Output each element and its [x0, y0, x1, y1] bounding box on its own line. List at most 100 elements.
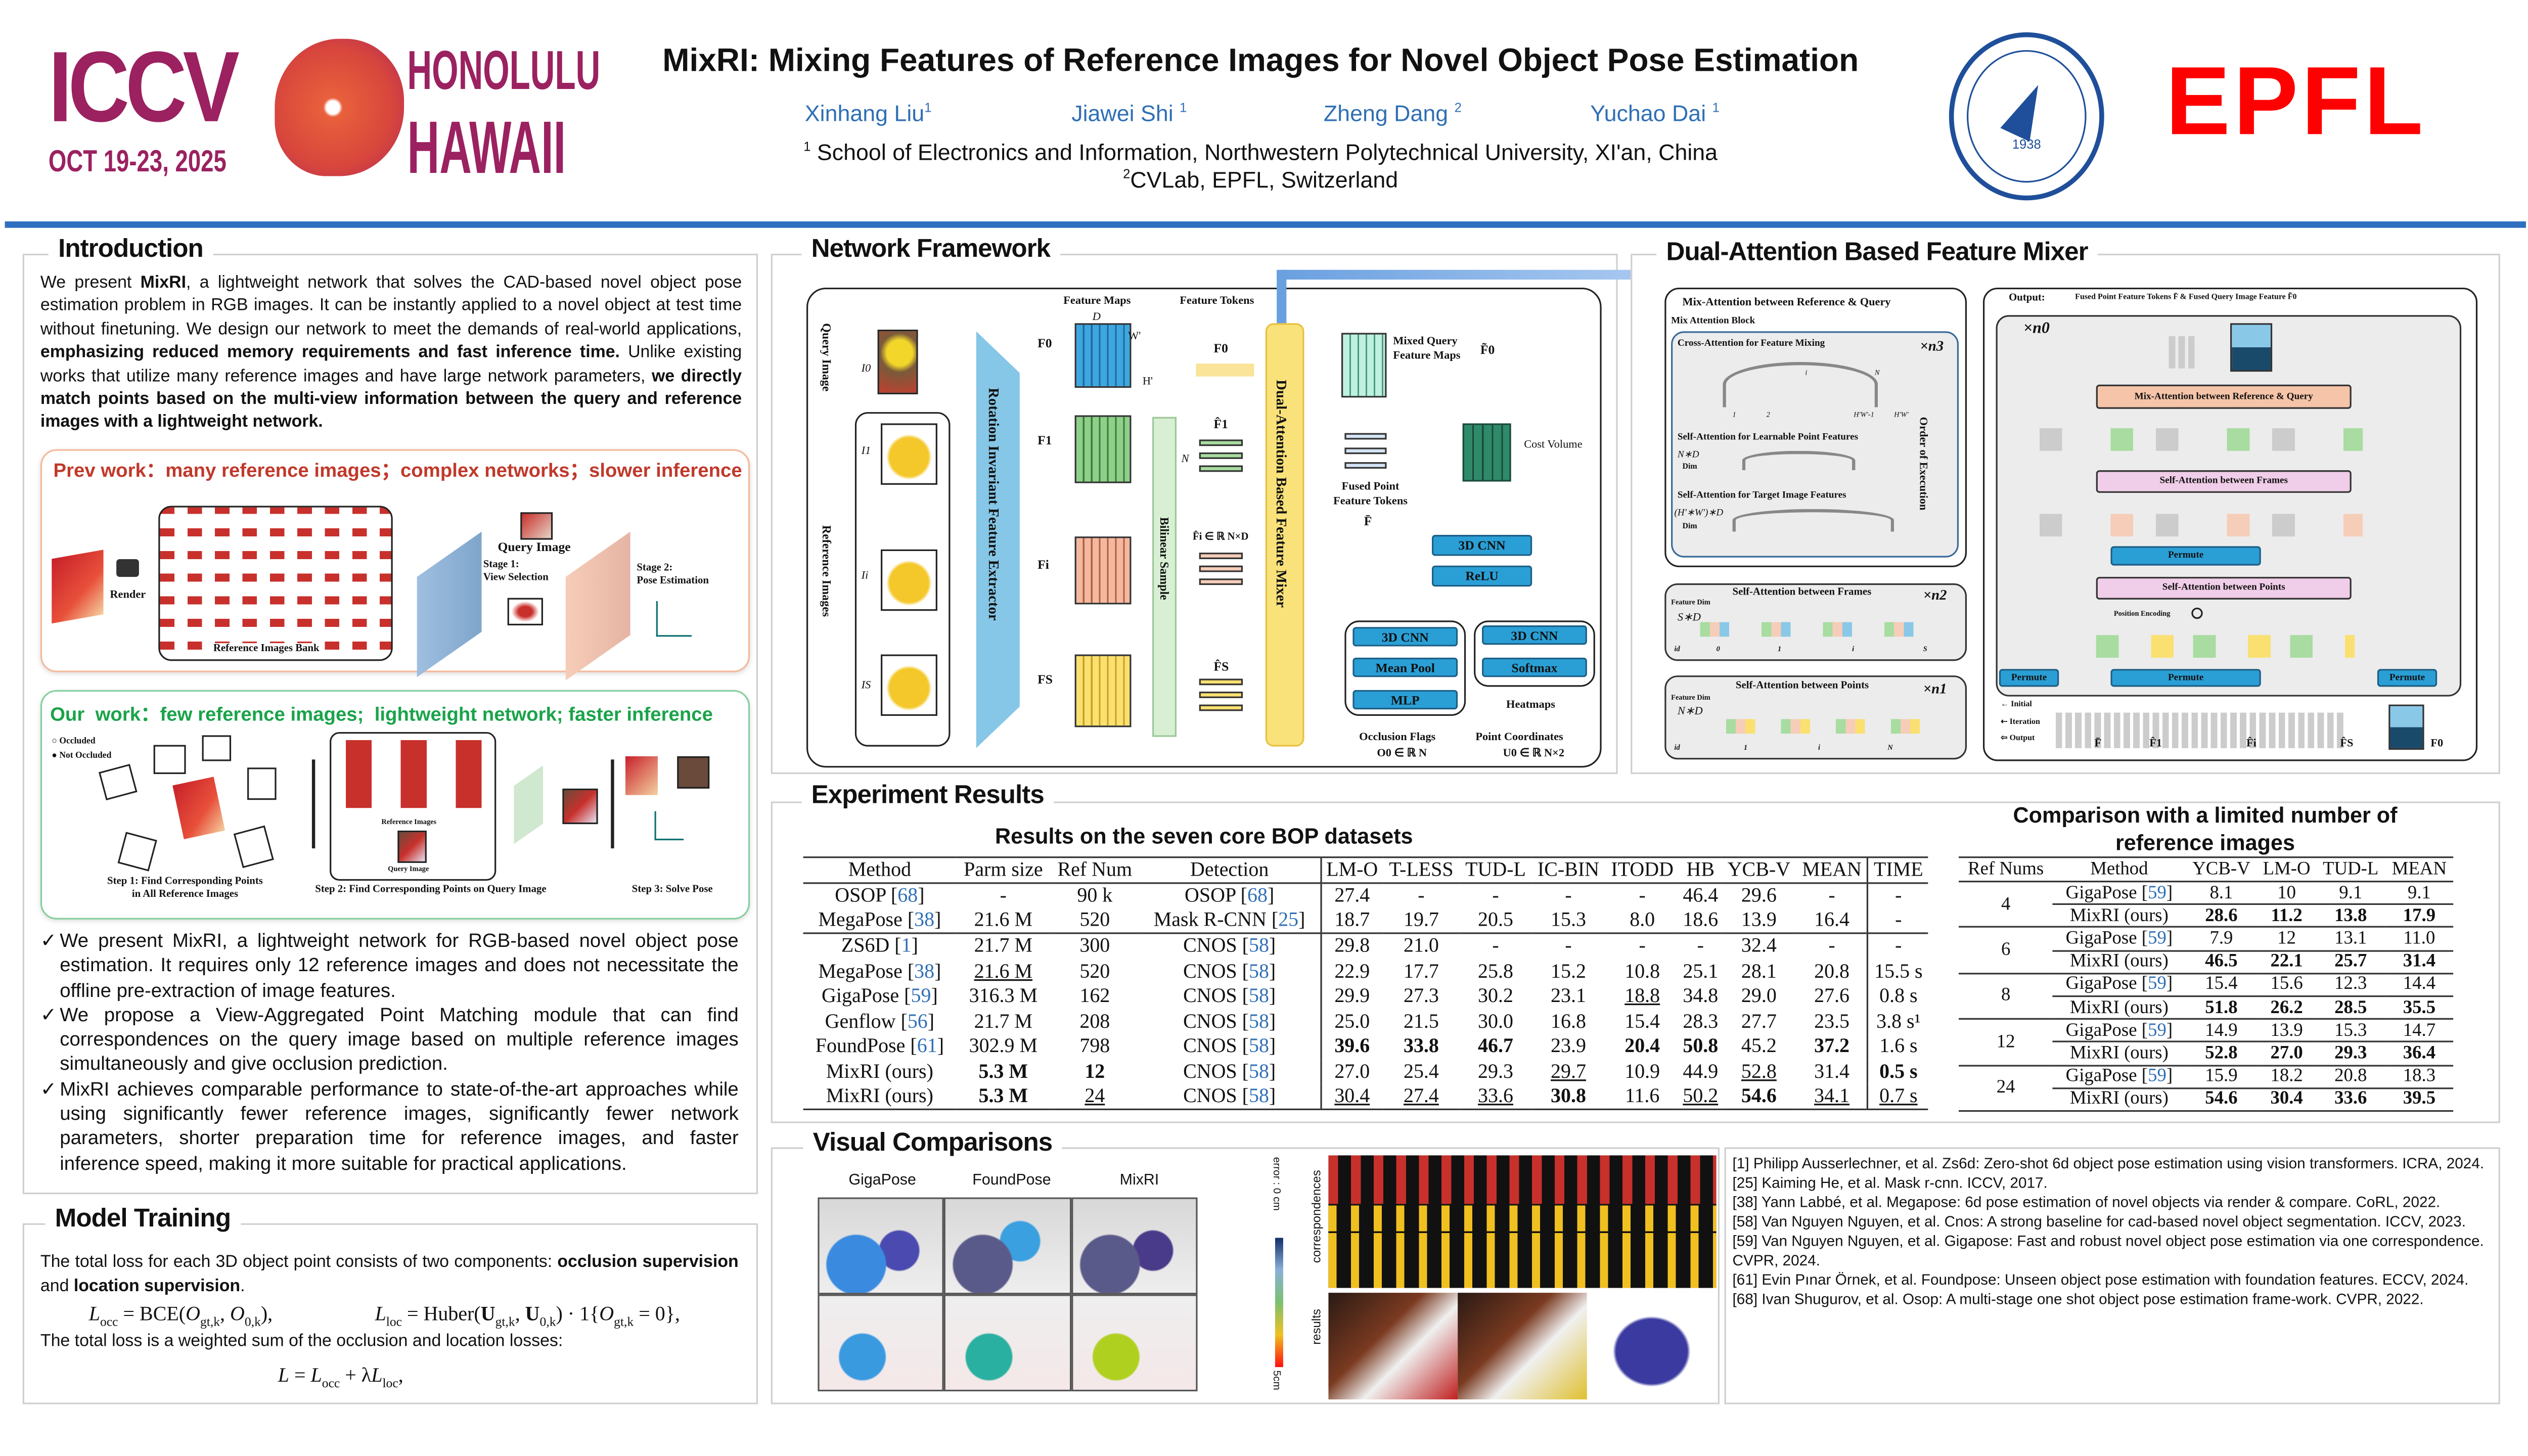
score-cell: -	[1418, 884, 1425, 907]
score-cell: 11.6	[1624, 1084, 1660, 1108]
author-name[interactable]: Xinhang Liu1	[804, 100, 932, 126]
score-cell: 21.5	[1403, 1010, 1439, 1032]
self-attention-frames-bar: Self-Attention between Frames	[2096, 470, 2352, 493]
equation-part: + λ	[340, 1363, 372, 1387]
legend-occluded: ○ Occluded	[52, 737, 96, 747]
output-tokens	[2169, 336, 2198, 369]
column-header: LM-O	[1320, 857, 1383, 883]
prev-work-box	[40, 449, 750, 672]
citation-link[interactable]: 58	[1248, 959, 1269, 982]
citation-link[interactable]: 59	[2148, 929, 2166, 949]
comparison-image-foundpose	[943, 1294, 1072, 1392]
score-cell: 15.9	[2185, 1065, 2258, 1089]
score-cell: 11.2	[2257, 904, 2316, 928]
citation-link[interactable]: 38	[914, 908, 935, 931]
author-name[interactable]: Yuchao Dai 1	[1590, 100, 1720, 126]
ref-num-cell: 12	[1085, 1060, 1105, 1083]
frame-id-label: id	[1674, 645, 1680, 653]
frame-id-label: 1	[1778, 645, 1782, 653]
citation-link[interactable]: 59	[2148, 975, 2166, 994]
reference-feature-map	[1074, 415, 1132, 483]
step2-label: Step 2: Find Corresponding Points on Que…	[315, 884, 547, 895]
method-cell: GigaPose [59]	[2053, 1065, 2186, 1089]
feature-token	[1199, 692, 1243, 698]
score-cell: 36.4	[2385, 1042, 2454, 1066]
citation-link[interactable]: 59	[2148, 1066, 2166, 1086]
feature-token	[1199, 678, 1243, 686]
citation-link[interactable]: 59	[2148, 883, 2166, 903]
contribution-item: ✓MixRI achieves comparable performance t…	[40, 1077, 739, 1174]
citation-link[interactable]: 56	[907, 1010, 928, 1032]
citation-link[interactable]: 38	[914, 959, 935, 982]
query-image-duck	[877, 330, 918, 394]
score-cell: 18.7	[1320, 908, 1383, 934]
time-cell: -	[1867, 908, 1928, 934]
score-cell: 13.9	[2257, 1019, 2316, 1043]
citation-link[interactable]: 58	[1248, 1060, 1269, 1083]
score-cell: 27.0	[2257, 1042, 2316, 1066]
permute-block: Permute	[2377, 669, 2437, 687]
query-image-symbol: I0	[861, 361, 871, 375]
equation-part: occ	[322, 1376, 340, 1391]
dim-n-label: N	[1181, 452, 1189, 466]
citation-link[interactable]: 58	[1248, 1034, 1269, 1058]
method-column-label: MixRI	[1119, 1171, 1159, 1190]
score-cell: 31.4	[1814, 1060, 1850, 1083]
score-cell: -	[1565, 884, 1572, 907]
time-cell: -	[1867, 933, 1928, 959]
location-loss-equation: Lloc = Huber(Ugt,k, U0,k) · 1{Ogt,k = 0}…	[375, 1302, 680, 1329]
occlusion-flags-symbol: O0 ∈ ℝ N	[1377, 746, 1427, 760]
score-cell: 46.5	[2185, 950, 2258, 974]
point-id-label: id	[1674, 743, 1680, 752]
affiliation-1: 1 School of Electronics and Information,…	[803, 139, 1718, 165]
equation-part: gt,k	[614, 1314, 634, 1330]
method-cell: MixRI (ours)	[2053, 950, 2186, 974]
method-name: ZS6D	[841, 934, 890, 958]
mixer-iteration-block	[1996, 315, 2462, 697]
position-encoding-label: Position Encoding	[2113, 609, 2171, 618]
score-cell: 22.9	[1320, 959, 1383, 984]
reference-item: [58] Van Nguyen Nguyen, et al. Cnos: A s…	[1732, 1213, 2466, 1230]
feature-map-symbol: F0	[1037, 336, 1052, 351]
feature-token	[1199, 553, 1243, 559]
score-cell: -	[1828, 884, 1835, 907]
equation-part: = 0},	[634, 1302, 680, 1326]
score-cell: 54.6	[1741, 1084, 1777, 1108]
column-header: ITODD	[1611, 858, 1674, 881]
relu-block: ReLU	[1432, 565, 1532, 587]
author-name[interactable]: Zheng Dang 2	[1323, 100, 1462, 126]
nd-label: N∗D	[1677, 450, 1699, 461]
output-feature-map	[2230, 323, 2273, 372]
mixed-query-label: Mixed Query Feature Maps	[1393, 334, 1461, 362]
citation-link[interactable]: 25	[1278, 908, 1299, 931]
citation-link[interactable]: 68	[897, 884, 918, 907]
citation-link[interactable]: 1	[901, 934, 912, 958]
citation-link[interactable]: 68	[1247, 884, 1268, 907]
comparison-image-mixri	[1071, 1294, 1198, 1392]
citation-link[interactable]: 58	[1248, 984, 1269, 1007]
citation-link[interactable]: 59	[2148, 1021, 2166, 1040]
score-cell: 34.8	[1683, 984, 1719, 1007]
ref-num-cell: 520	[1079, 959, 1110, 982]
citation-link[interactable]: 61	[917, 1034, 937, 1058]
time-cell: 1.6 s	[1867, 1034, 1928, 1060]
points-title: Self-Attention between Points	[1735, 680, 1869, 692]
citation-link[interactable]: 58	[1248, 1010, 1269, 1032]
detection-cell: CNOS [58]	[1183, 934, 1276, 958]
position-encoding-icon	[2191, 607, 2203, 619]
author-name[interactable]: Jiawei Shi 1	[1071, 100, 1187, 126]
n0-label: ×n0	[2023, 320, 2050, 338]
score-cell: 18.2	[2257, 1065, 2316, 1089]
score-cell: -	[1565, 934, 1572, 958]
method-name: CNOS	[1183, 959, 1237, 982]
citation-link[interactable]: 58	[1248, 934, 1269, 958]
citation-link[interactable]: 59	[911, 984, 931, 1007]
score-cell: 10.9	[1624, 1060, 1660, 1083]
score-cell: 28.6	[2185, 904, 2258, 928]
ref-nums-cell: 4	[1959, 881, 2053, 928]
score-cell: 31.4	[2385, 950, 2454, 974]
feature-token	[1199, 452, 1243, 459]
citation-link[interactable]: 58	[1248, 1084, 1269, 1108]
